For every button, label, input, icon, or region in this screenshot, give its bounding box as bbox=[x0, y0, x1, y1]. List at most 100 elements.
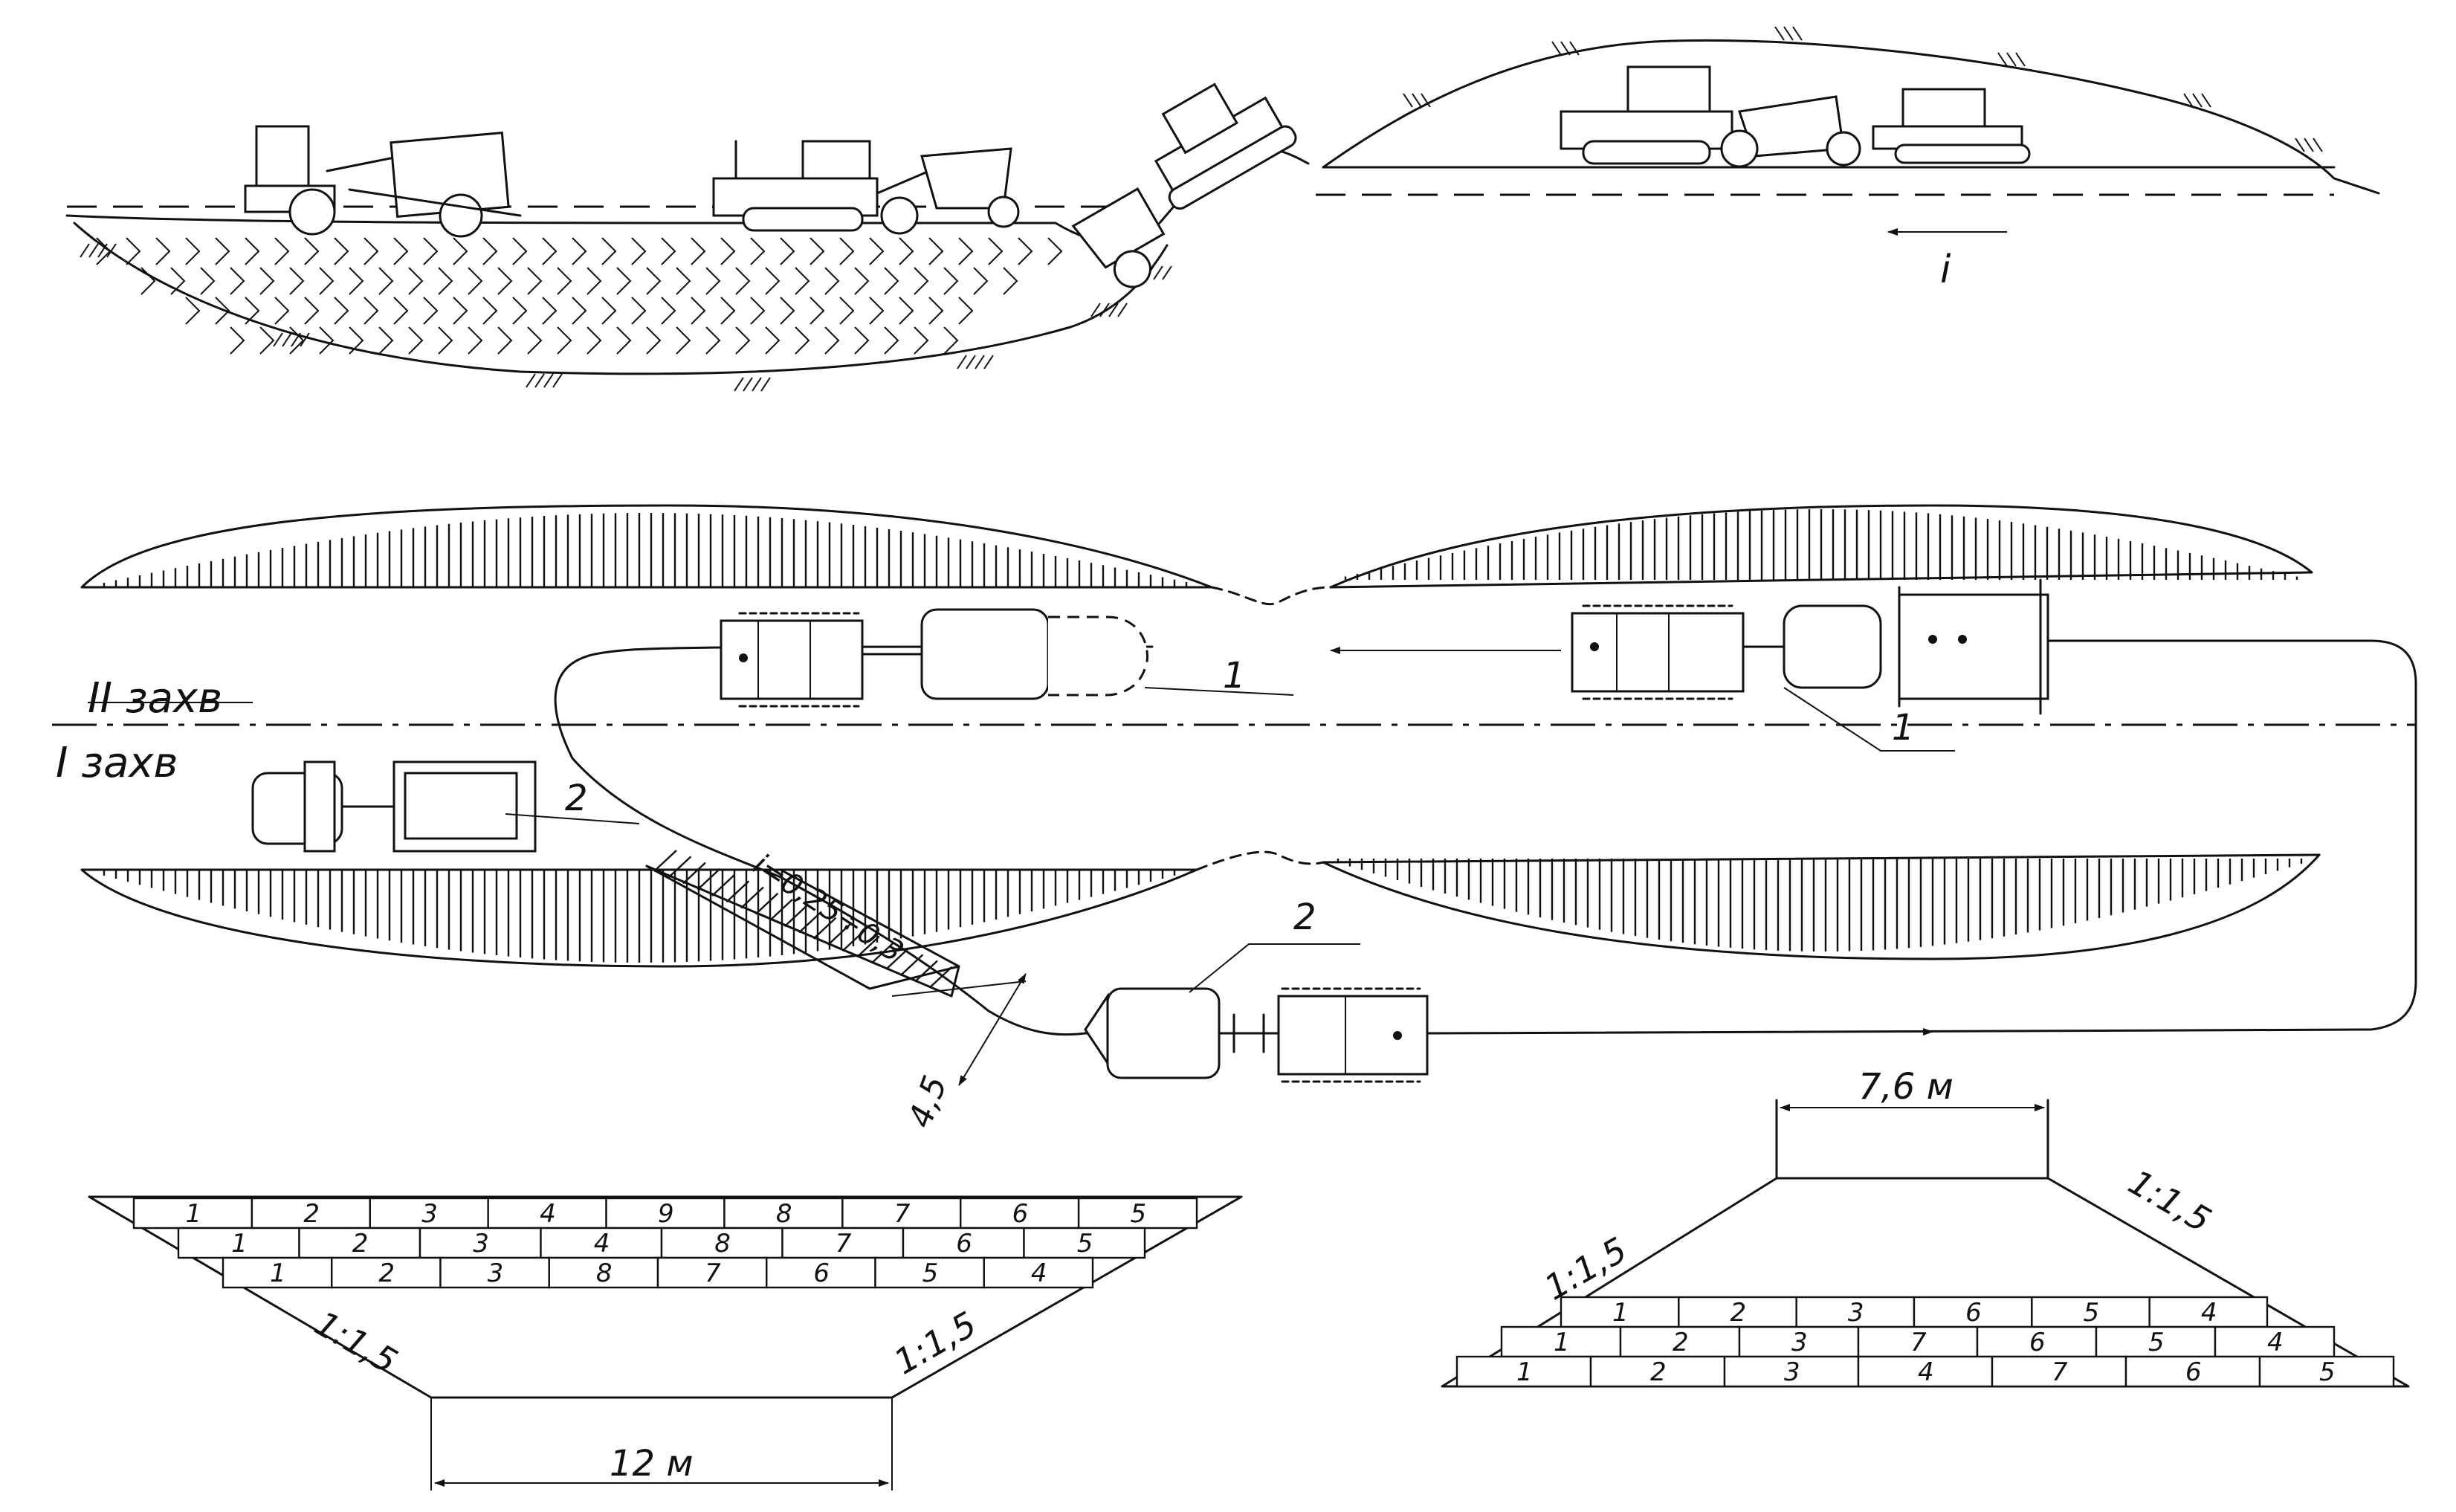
layer-cell-number: 2 bbox=[1730, 1298, 1747, 1328]
layer-cell bbox=[766, 1256, 876, 1289]
layer-cell-number: 3 bbox=[421, 1199, 438, 1229]
layer-cell bbox=[1913, 1296, 2033, 1328]
cut-slope-left-label: 1:1,5 bbox=[308, 1303, 404, 1382]
layer-cell bbox=[2148, 1296, 2269, 1328]
scraper-2-left bbox=[251, 760, 537, 853]
layer-cell bbox=[1857, 1355, 1994, 1388]
layer-cell bbox=[660, 1227, 783, 1259]
scraper-descending-slope bbox=[1071, 83, 1297, 288]
layer-cell-number: 3 bbox=[1848, 1298, 1864, 1328]
spoil-bank-bottom-right-base bbox=[1322, 853, 2321, 864]
layer-cell-number: 7 bbox=[894, 1199, 911, 1229]
layer-cell-number: 4 bbox=[1918, 1357, 1934, 1387]
layer-cell bbox=[298, 1227, 421, 1259]
leader-2-bottom bbox=[1189, 943, 1360, 993]
layer-cell-number: 7 bbox=[836, 1229, 852, 1259]
layer-cell-number: 1 bbox=[185, 1199, 201, 1229]
bulldozer-scraper-middle bbox=[712, 140, 1020, 235]
layer-cell-number: 5 bbox=[922, 1259, 939, 1288]
layer-cell-number: 1 bbox=[1612, 1298, 1629, 1328]
layer-cell-number: 6 bbox=[1965, 1298, 1982, 1328]
layer-cell-number: 5 bbox=[2148, 1328, 2165, 1357]
layer-cell-number: 8 bbox=[776, 1199, 792, 1229]
soil-layers-herringbone bbox=[96, 237, 1063, 355]
layer-cell bbox=[1077, 1197, 1198, 1230]
layer-cell bbox=[540, 1227, 663, 1259]
cut-dimension-extensions bbox=[430, 1398, 893, 1490]
layer-cell-number: 6 bbox=[813, 1259, 830, 1288]
leader-1-right bbox=[1783, 687, 1955, 752]
layer-cell bbox=[222, 1256, 333, 1289]
spoil-bank-bottom-right bbox=[1322, 853, 2321, 960]
loader-machine-left bbox=[244, 125, 522, 238]
layer-cell bbox=[548, 1256, 659, 1289]
layer-cell bbox=[1619, 1325, 1741, 1358]
layer-cell-number: 7 bbox=[2052, 1357, 2068, 1387]
leader-2-left bbox=[505, 813, 640, 824]
layer-cell-number: 4 bbox=[1031, 1259, 1047, 1288]
fill-dimension-extensions bbox=[1775, 1099, 2049, 1180]
layer-cell bbox=[1500, 1325, 1622, 1358]
layer-cell-number: 4 bbox=[540, 1199, 556, 1229]
machine-label-1b: 1 bbox=[1892, 707, 1915, 749]
layer-cell bbox=[841, 1197, 962, 1230]
layer-cell bbox=[1023, 1227, 1146, 1259]
cut-slope-right-label: 1:1,5 bbox=[888, 1304, 983, 1383]
layer-cell bbox=[874, 1256, 985, 1289]
layer-cell bbox=[1857, 1325, 1979, 1358]
spoil-bank-top-left bbox=[80, 504, 1213, 589]
layer-cell-number: 2 bbox=[352, 1229, 369, 1259]
layer-cell-number: 4 bbox=[2267, 1328, 2284, 1357]
ramp-slope-label: i=0,25÷0,3 bbox=[747, 847, 910, 969]
layer-cell-number: 2 bbox=[1673, 1328, 1689, 1357]
layer-cell-number: 1 bbox=[231, 1229, 248, 1259]
layer-cell bbox=[2214, 1325, 2336, 1358]
ramp-edge bbox=[645, 865, 960, 990]
layer-cell-number: 2 bbox=[303, 1199, 320, 1229]
layer-cell-number: 6 bbox=[2029, 1328, 2046, 1357]
capture-label-i: I захв bbox=[56, 739, 178, 787]
machine-label-2b: 2 bbox=[1293, 896, 1316, 938]
spoil-bank-hatching bbox=[103, 509, 2303, 963]
layer-cell bbox=[132, 1197, 253, 1230]
layer-cell bbox=[983, 1256, 1094, 1289]
layer-cell bbox=[723, 1197, 844, 1230]
leader-1-left bbox=[1144, 687, 1294, 696]
slope-label-i: i bbox=[1940, 248, 1951, 292]
layer-cell-number: 6 bbox=[1012, 1199, 1029, 1229]
layer-cell-number: 4 bbox=[594, 1229, 610, 1259]
layer-cell-number: 5 bbox=[1077, 1229, 1093, 1259]
crossing-gap-top bbox=[1210, 586, 1332, 606]
ramp-width-label: 4,5 bbox=[901, 1071, 954, 1133]
ramp-width-dimension bbox=[958, 973, 1027, 1086]
hill-hatching bbox=[1403, 26, 2323, 152]
capture-label-ii: II захв bbox=[88, 674, 222, 723]
layer-cell bbox=[2258, 1355, 2395, 1388]
layer-cell-number: 3 bbox=[1784, 1357, 1800, 1387]
plan-view: II захв I захв i=0,25÷0,3 4,5 1 bbox=[52, 504, 2417, 1133]
layer-cell bbox=[1589, 1355, 1726, 1388]
layer-cell-number: 1 bbox=[270, 1259, 286, 1288]
layer-cell-number: 6 bbox=[2185, 1357, 2202, 1387]
layer-cell-number: 9 bbox=[658, 1199, 674, 1229]
cut-width-label: 12 м bbox=[610, 1443, 694, 1484]
layer-cell-number: 8 bbox=[714, 1229, 731, 1259]
layer-cell bbox=[2095, 1325, 2217, 1358]
layer-cell-number: 7 bbox=[705, 1259, 721, 1288]
fill-width-label: 7,6 м bbox=[1858, 1066, 1954, 1108]
layer-cell-number: 5 bbox=[2084, 1298, 2100, 1328]
longitudinal-profile: i bbox=[65, 26, 2380, 392]
layer-cell-number: 5 bbox=[2319, 1357, 2336, 1387]
movement-loop-path bbox=[554, 639, 2417, 1036]
layer-cell bbox=[369, 1197, 489, 1230]
layer-cell bbox=[1991, 1355, 2127, 1388]
layer-cell-number: 3 bbox=[1791, 1328, 1808, 1357]
layer-cell-number: 2 bbox=[378, 1259, 395, 1288]
layer-cell-number: 6 bbox=[956, 1229, 972, 1259]
layer-cell-number: 1 bbox=[1516, 1357, 1533, 1387]
